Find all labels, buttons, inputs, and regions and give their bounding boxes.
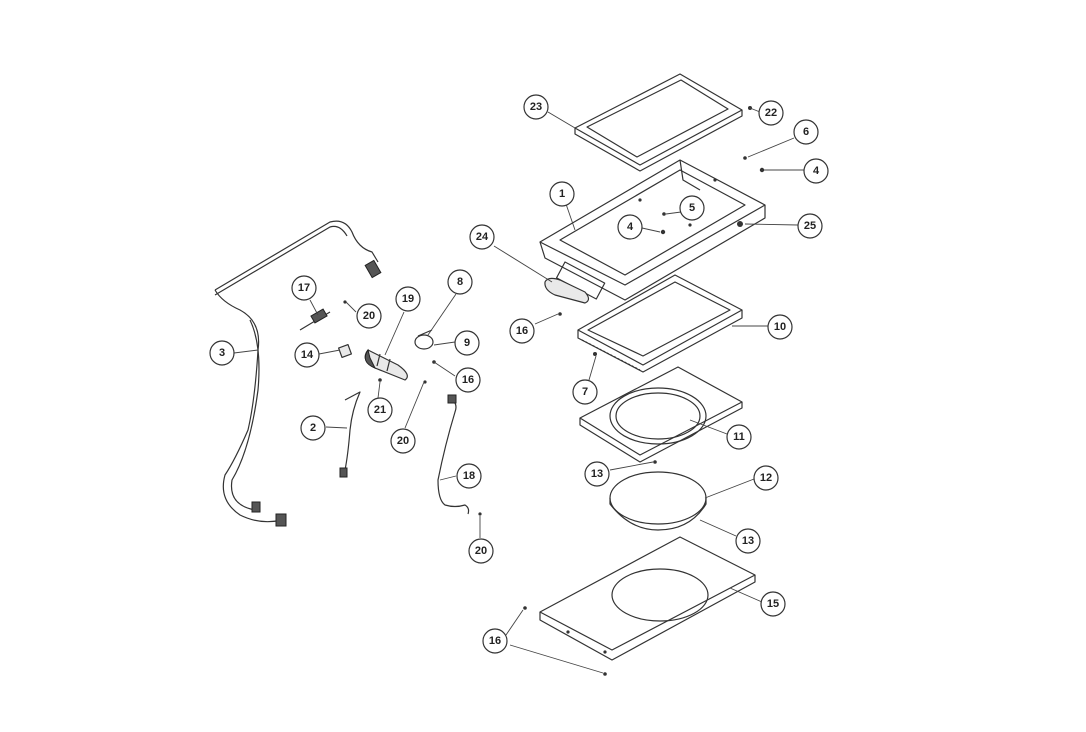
callout-label: 6 [803, 126, 809, 138]
callout-6: 6 [793, 119, 819, 145]
callout-label: 4 [813, 165, 820, 177]
filter-frame-part [577, 274, 743, 373]
filter-disc-part [609, 471, 707, 531]
callout-18-tube: 18 [456, 463, 482, 489]
callout-4-right: 4 [803, 158, 829, 184]
callout-4-center: 4 [617, 214, 643, 240]
callout-label: 24 [476, 231, 489, 243]
callout-23-top-frame: 23 [523, 94, 549, 120]
callout-label: 16 [516, 325, 528, 337]
callout-label: 17 [298, 282, 310, 294]
callout-15-bottom-plate: 15 [760, 591, 786, 617]
callout-24-gasket: 24 [469, 224, 495, 250]
callout-label: 7 [582, 386, 588, 398]
clamp-part [414, 329, 434, 350]
callout-20-middle: 20 [390, 428, 416, 454]
leader-lines [233, 107, 804, 674]
callout-8-clamp: 8 [447, 269, 473, 295]
gasket-pad-part [544, 277, 590, 304]
callout-label: 11 [733, 431, 745, 443]
callout-label: 3 [219, 347, 225, 359]
callout-label: 2 [310, 422, 316, 434]
callout-20-lower: 20 [468, 538, 494, 564]
callout-13-upper: 13 [584, 461, 610, 487]
callout-12-filter-disc: 12 [753, 465, 779, 491]
callout-16-upper: 16 [509, 318, 535, 344]
callout-label: 10 [774, 321, 786, 333]
callout-label: 15 [767, 598, 779, 610]
bottom-plate-part [539, 536, 756, 661]
callout-label: 18 [463, 470, 475, 482]
hardware-dots [343, 106, 765, 676]
callout-17-switch: 17 [291, 275, 317, 301]
switch-part [299, 308, 331, 331]
callout-label: 13 [591, 468, 603, 480]
callout-label: 8 [457, 276, 463, 288]
callout-label: 12 [760, 472, 772, 484]
callout-label: 20 [363, 310, 375, 322]
callout-1-housing: 1 [549, 181, 575, 207]
top-frame-part [574, 73, 743, 172]
capacitor-part [364, 348, 408, 381]
callout-14-connector: 14 [294, 342, 320, 368]
callout-label: 9 [464, 337, 470, 349]
callout-10-filter-frame: 10 [767, 314, 793, 340]
callout-19-capacitor: 19 [395, 286, 421, 312]
callout-16-middle: 16 [455, 367, 481, 393]
callout-label: 20 [475, 545, 487, 557]
callout-16-lower: 16 [482, 628, 508, 654]
callout-2-tube: 2 [300, 415, 326, 441]
callout-21: 21 [367, 397, 393, 423]
callout-5: 5 [679, 195, 705, 221]
callout-13-lower: 13 [735, 528, 761, 554]
callout-label: 25 [804, 220, 816, 232]
callout-label: 16 [462, 374, 474, 386]
callout-22: 22 [758, 100, 784, 126]
callout-7: 7 [572, 379, 598, 405]
connector-part [337, 343, 353, 359]
tube-long-part [437, 394, 470, 515]
callout-label: 19 [402, 293, 414, 305]
callout-label: 4 [627, 221, 634, 233]
callout-label: 23 [530, 101, 542, 113]
callout-label: 20 [397, 435, 409, 447]
callout-label: 14 [301, 349, 314, 361]
callout-label: 13 [742, 535, 754, 547]
fan-shroud-part [579, 366, 743, 463]
tube-part [339, 391, 361, 478]
callout-25: 25 [797, 213, 823, 239]
callout-label: 1 [559, 188, 565, 200]
callout-label: 5 [689, 202, 695, 214]
callout-11-fan-shroud: 11 [726, 424, 752, 450]
callout-label: 21 [374, 404, 386, 416]
callout-label: 16 [489, 635, 501, 647]
callout-3-harness: 3 [209, 340, 235, 366]
callout-9: 9 [454, 330, 480, 356]
wire-harness-part [214, 220, 382, 527]
callout-label: 22 [765, 107, 777, 119]
callout-20-upper: 20 [356, 303, 382, 329]
